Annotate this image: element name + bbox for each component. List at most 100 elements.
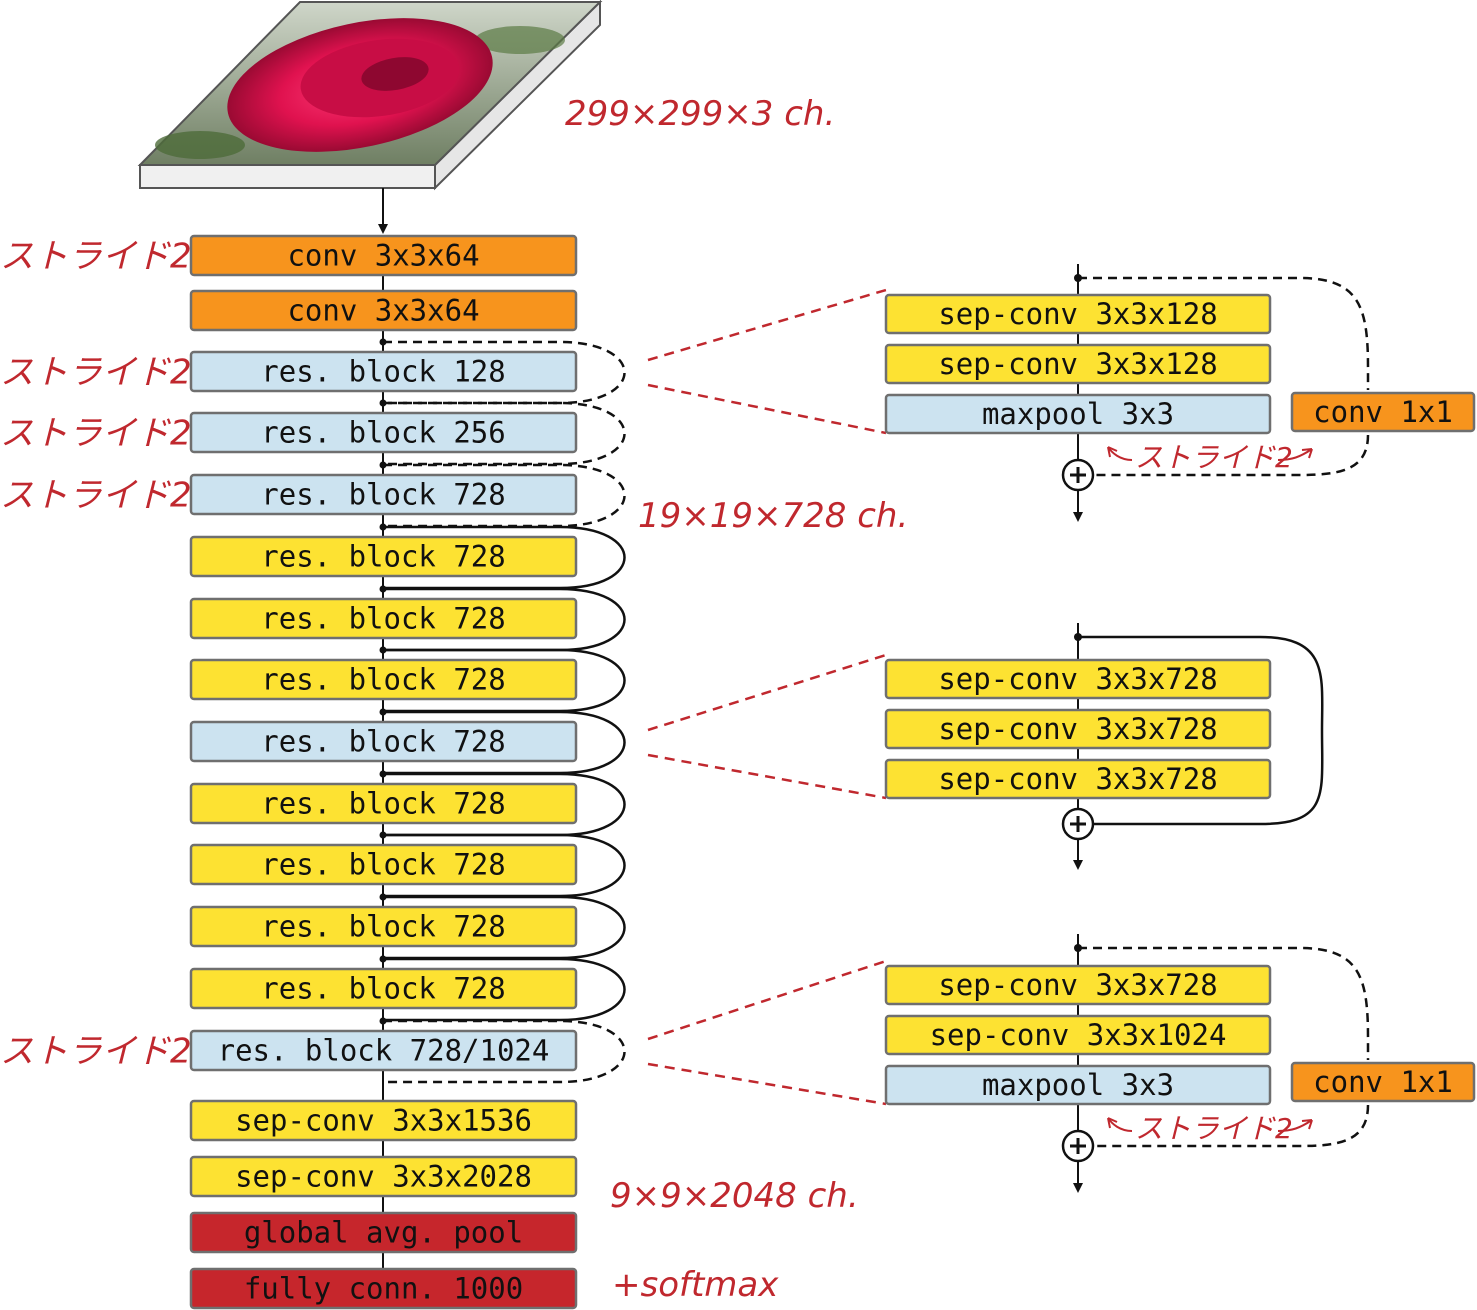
branch-dot <box>379 646 387 654</box>
stride-note: ストライド2 <box>0 1032 192 1072</box>
block-rect <box>884 1064 1272 1106</box>
input-shape-label: 299×299×3 ch. <box>565 94 835 134</box>
block-label: res. block 728 <box>261 787 505 821</box>
stride-note: ストライド2 <box>1135 1112 1293 1145</box>
identity-shortcut <box>383 895 626 960</box>
softmax-note: +softmax <box>612 1265 779 1305</box>
stack-block: fully conn. 1000 <box>189 1267 578 1310</box>
block-rect <box>189 967 578 1010</box>
projection-shortcut <box>383 463 626 528</box>
stack-block: res. block 728 <box>189 658 578 701</box>
stride-note: ストライド2 <box>0 414 192 454</box>
plus-circle-icon <box>1061 1129 1095 1163</box>
stride-arrow-left <box>1107 1117 1133 1132</box>
stride-note: ストライド2 <box>0 237 192 277</box>
detail-layer: sep-conv 3x3x128 <box>884 343 1272 385</box>
stack-block: res. block 728 <box>189 843 578 886</box>
block-label: res. block 728 <box>261 725 505 759</box>
stride-arrow-right <box>1277 1119 1313 1132</box>
block-rect <box>189 234 578 277</box>
main-stack: conv 3x3x64 ストライド2 conv 3x3x64 res. block 1… <box>0 234 626 1310</box>
block-label: res. block 728 <box>261 540 505 574</box>
projection-shortcut <box>1078 276 1370 390</box>
stride-note: ストライド2 <box>0 353 192 393</box>
block-rect <box>189 597 578 640</box>
block-label: res. block 728 <box>261 848 505 882</box>
projection-shortcut <box>1092 1104 1370 1148</box>
stack-block: sep-conv 3x3x1536 <box>189 1099 578 1142</box>
branch-dot <box>379 831 387 839</box>
block-rect <box>884 758 1272 800</box>
stride-arrow-left <box>1107 446 1133 461</box>
block-label: sep-conv 3x3x1024 <box>930 1018 1227 1052</box>
plus-circle-icon <box>1061 458 1095 492</box>
block-rect <box>189 350 578 393</box>
projection-shortcut <box>383 1019 626 1084</box>
stack-block: res. block 728 <box>189 967 578 1010</box>
block-rect <box>189 411 578 454</box>
block-rect <box>884 393 1272 435</box>
block-label: conv 1x1 <box>1313 395 1453 429</box>
image-slab-front <box>139 164 436 189</box>
block-rect <box>189 1267 578 1310</box>
shape-note-9x9: 9×9×2048 ch. <box>610 1176 859 1216</box>
block-label: sep-conv 3x3x728 <box>938 968 1217 1002</box>
stack-block: res. block 728 <box>189 535 578 578</box>
branch-dot <box>379 585 387 593</box>
branch-dot <box>379 523 387 531</box>
block-label: res. block 128 <box>261 355 505 389</box>
stack-block: res. block 128 ストライド2 <box>0 350 578 393</box>
block-rect <box>189 1029 578 1072</box>
block-rect <box>189 658 578 701</box>
block-rect <box>189 782 578 825</box>
detail-layer: sep-conv 3x3x728 <box>884 964 1272 1006</box>
stride-note: ストライド2 <box>1135 441 1293 474</box>
block-rect <box>189 535 578 578</box>
leaf-shape <box>475 26 565 54</box>
block-label: conv 3x3x64 <box>287 239 479 273</box>
conv1x1-block: conv 1x1 <box>1290 391 1476 433</box>
block-rect <box>884 343 1272 385</box>
block-rect <box>189 1211 578 1254</box>
branch-dot <box>379 708 387 716</box>
stack-block: conv 3x3x64 <box>189 289 578 332</box>
branch-dot <box>379 893 387 901</box>
branch-dot <box>379 770 387 778</box>
block-label: sep-conv 3x3x728 <box>938 762 1217 796</box>
block-rect <box>1290 1061 1476 1103</box>
shape-note-19x19: 19×19×728 ch. <box>638 496 908 536</box>
block-label: res. block 728 <box>261 663 505 697</box>
stack-block: res. block 728 <box>189 597 578 640</box>
identity-shortcut <box>383 710 626 775</box>
block-label: fully conn. 1000 <box>244 1272 523 1306</box>
block-rect <box>884 293 1272 335</box>
zoom-leader-bottom <box>647 383 887 435</box>
identity-shortcut <box>383 525 626 590</box>
identity-shortcut <box>383 772 626 837</box>
zoom-leader-bottom <box>647 1062 887 1106</box>
block-label: sep-conv 3x3x2028 <box>235 1160 532 1194</box>
identity-shortcut <box>1078 635 1324 826</box>
branch-dot <box>379 338 387 346</box>
identity-shortcut <box>383 648 626 713</box>
projection-shortcut <box>383 340 626 405</box>
projection-shortcut <box>1078 946 1370 1060</box>
detail-layer: sep-conv 3x3x728 <box>884 658 1272 700</box>
block-rect <box>884 1014 1272 1056</box>
detail-layer: maxpool 3x3 <box>884 393 1272 435</box>
stride-note: ストライド2 <box>0 476 192 516</box>
block-rect <box>1290 391 1476 433</box>
block-label: sep-conv 3x3x1536 <box>235 1104 532 1138</box>
block-label: res. block 728 <box>261 910 505 944</box>
projection-shortcut <box>383 401 626 466</box>
block-rect <box>884 964 1272 1006</box>
block-label: sep-conv 3x3x728 <box>938 662 1217 696</box>
identity-shortcut <box>383 833 626 898</box>
block-rect <box>884 658 1272 700</box>
block-label: sep-conv 3x3x128 <box>938 347 1217 381</box>
block-rect <box>189 289 578 332</box>
